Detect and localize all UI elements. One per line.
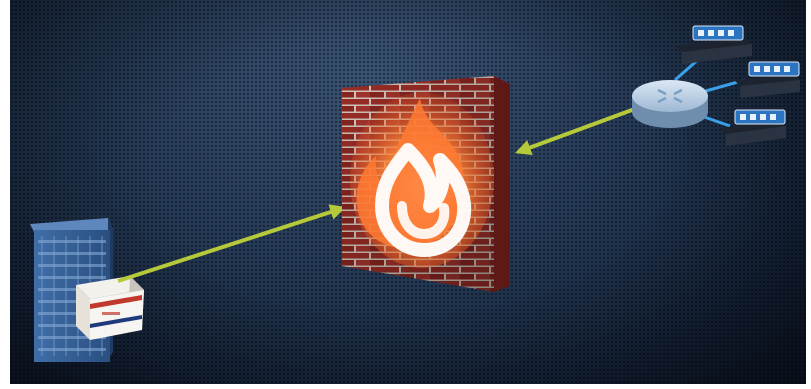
network-diagram [10,0,806,384]
slide-canvas [10,0,806,384]
network-switch-icon [674,26,752,64]
network-switch-icon [734,62,800,98]
router-icon [632,80,708,128]
firewall-wall-icon [342,76,510,292]
package-box-icon [76,276,144,340]
network-switch-icon [720,110,786,146]
arrow-package-to-firewall [118,208,343,281]
